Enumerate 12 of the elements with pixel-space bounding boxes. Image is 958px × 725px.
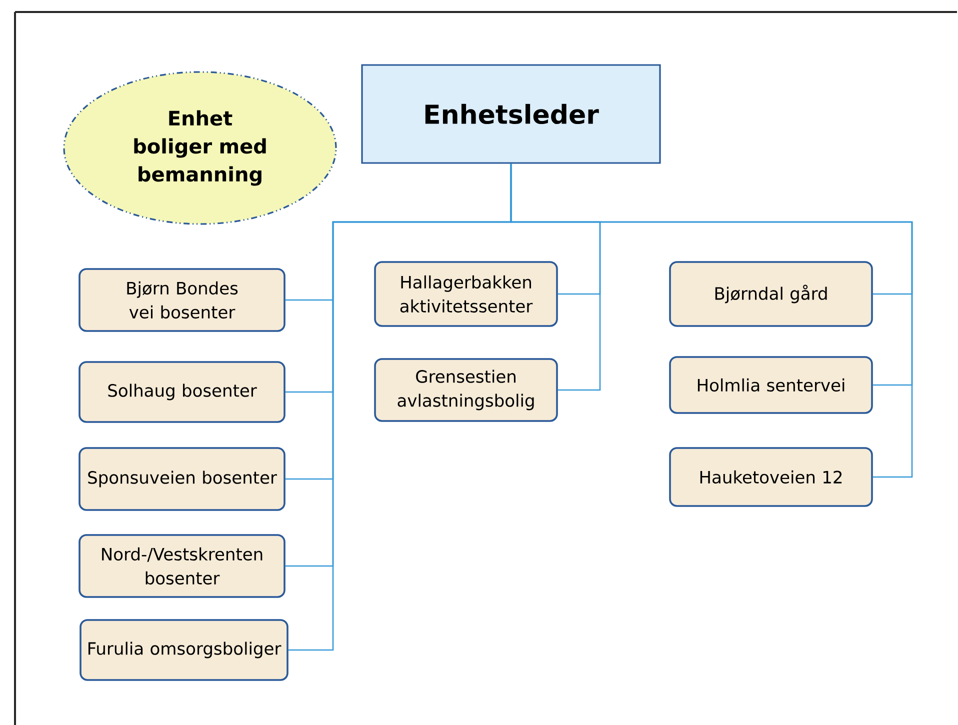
- unit-box: Sponsuveien bosenter: [78, 447, 286, 511]
- connector-line: [510, 164, 913, 478]
- unit-box: Hallagerbakken aktivitetssenter: [374, 261, 558, 327]
- unit-box: Solhaug bosenter: [78, 361, 286, 423]
- unit-box: Bjørn Bondes vei bosenter: [78, 268, 286, 332]
- unit-box: Hauketoveien 12: [669, 447, 873, 507]
- unit-box: Holmlia sentervei: [669, 356, 873, 414]
- unit-box: Nord-/Vestskrenten bosenter: [78, 534, 286, 598]
- manager-box: Enhetsleder: [361, 64, 661, 164]
- unit-box: Grensestien avlastningsbolig: [374, 358, 558, 422]
- unit-box: Bjørndal gård: [669, 261, 873, 327]
- unit-box: Furulia omsorgsboliger: [80, 619, 288, 681]
